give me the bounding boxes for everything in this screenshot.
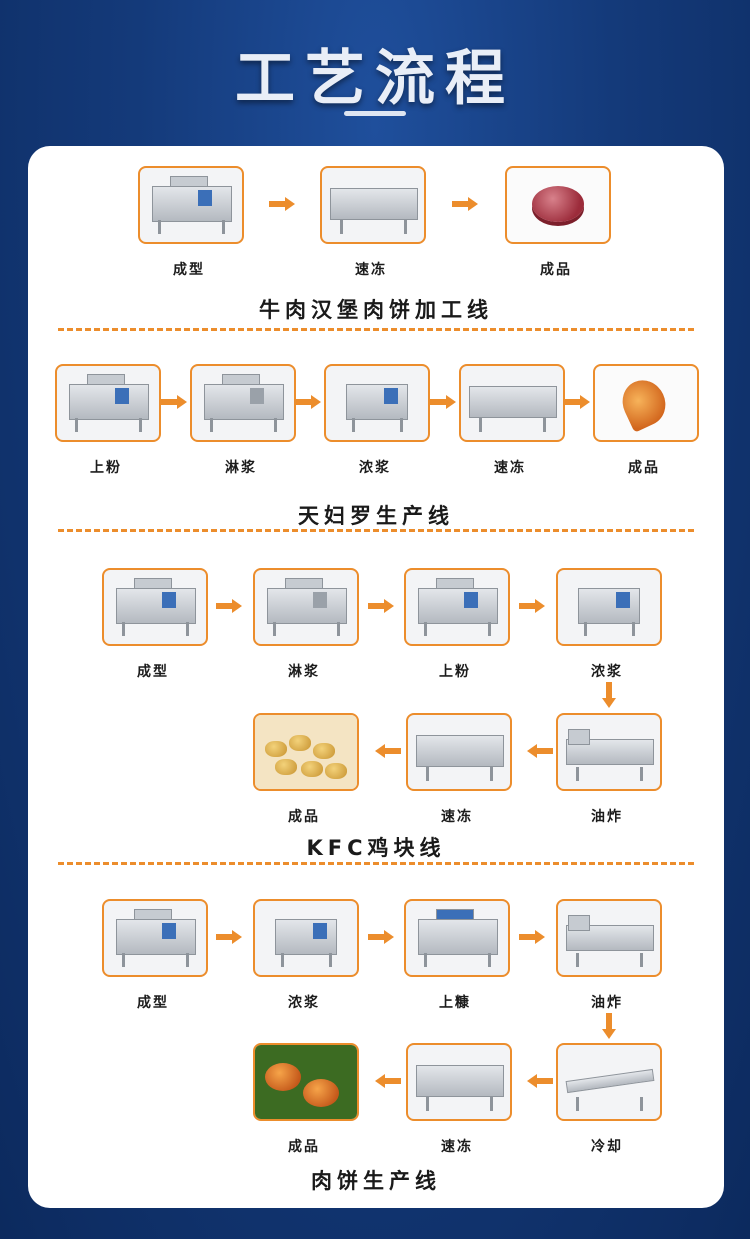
batter-machine-icon [253, 568, 359, 646]
step-cooling: 冷却 [556, 1043, 662, 1156]
chicken-nuggets-icon [253, 713, 359, 791]
fryer-icon [556, 899, 662, 977]
page-title: 工艺流程 [235, 44, 515, 114]
freezer-icon [406, 1043, 512, 1121]
step-crumbing: 上糠 [404, 899, 510, 1012]
step-label: 冷却 [591, 1139, 623, 1155]
step-label: 上粉 [439, 664, 471, 680]
breading-machine-icon [55, 364, 161, 442]
arrow-right-icon [430, 395, 456, 409]
step-label: 浓浆 [591, 664, 623, 680]
step-label: 成品 [540, 262, 572, 278]
step-label: 速冻 [494, 460, 526, 476]
arrow-right-icon [564, 395, 590, 409]
cooling-conveyor-icon [556, 1043, 662, 1121]
step-label: 速冻 [441, 1139, 473, 1155]
arrow-right-icon [269, 197, 295, 211]
step-label: 浓浆 [359, 460, 391, 476]
step-label: 成品 [288, 1139, 320, 1155]
step-thick-batter: 浓浆 [556, 568, 662, 681]
tempura-batter-machine-icon [253, 899, 359, 977]
arrow-right-icon [519, 599, 545, 613]
arrow-left-icon [527, 1074, 553, 1088]
step-label: 成品 [628, 460, 660, 476]
forming-machine-icon [102, 899, 208, 977]
line-title: 天妇罗生产线 [298, 504, 454, 528]
step-forming: 成型 [102, 899, 208, 1012]
forming-machine-icon [102, 568, 208, 646]
arrow-right-icon [368, 930, 394, 944]
step-finished: 成品 [593, 364, 699, 477]
arrow-right-icon [519, 930, 545, 944]
step-freezing: 速冻 [406, 1043, 512, 1156]
tempura-batter-machine-icon [324, 364, 430, 442]
step-freezing: 速冻 [459, 364, 565, 477]
step-label: 速冻 [441, 809, 473, 825]
freezer-icon [406, 713, 512, 791]
step-label: 上粉 [90, 460, 122, 476]
tempura-batter-machine-icon [556, 568, 662, 646]
fryer-icon [556, 713, 662, 791]
fried-shrimp-icon [593, 364, 699, 442]
arrow-right-icon [216, 599, 242, 613]
step-label: 浓浆 [288, 995, 320, 1011]
process-card: 成型 速冻 成品 牛肉汉堡肉饼加工线 上粉 淋浆 浓浆 [28, 146, 724, 1208]
arrow-down-icon [602, 682, 616, 708]
step-freezing: 速冻 [406, 713, 512, 826]
dashed-divider [58, 529, 694, 532]
arrow-right-icon [368, 599, 394, 613]
arrow-left-icon [375, 1074, 401, 1088]
title-underline [344, 111, 406, 116]
line-title: 牛肉汉堡肉饼加工线 [259, 298, 493, 322]
step-label: 成型 [173, 262, 205, 278]
arrow-left-icon [527, 744, 553, 758]
step-thick-batter: 浓浆 [324, 364, 430, 477]
step-breading: 上粉 [404, 568, 510, 681]
line-title: 肉饼生产线 [311, 1169, 441, 1193]
step-label: 油炸 [591, 809, 623, 825]
arrow-right-icon [216, 930, 242, 944]
step-breading: 上粉 [55, 364, 161, 477]
step-label: 淋浆 [225, 460, 257, 476]
crumb-coating-machine-icon [404, 899, 510, 977]
arrow-right-icon [452, 197, 478, 211]
step-batter: 淋浆 [190, 364, 296, 477]
step-label: 淋浆 [288, 664, 320, 680]
arrow-left-icon [375, 744, 401, 758]
step-frying: 油炸 [556, 899, 662, 1012]
freezer-icon [320, 166, 426, 244]
step-forming: 成型 [102, 568, 208, 681]
arrow-right-icon [161, 395, 187, 409]
step-label: 成型 [137, 995, 169, 1011]
step-frying: 油炸 [556, 713, 662, 826]
batter-machine-icon [190, 364, 296, 442]
arrow-right-icon [295, 395, 321, 409]
beef-patty-icon [505, 166, 611, 244]
step-finished: 成品 [253, 1043, 359, 1156]
step-label: 成品 [288, 809, 320, 825]
line-title: KFC鸡块线 [306, 836, 446, 860]
freezer-icon [459, 364, 565, 442]
step-forming: 成型 [138, 166, 244, 279]
arrow-down-icon [602, 1013, 616, 1039]
step-label: 速冻 [355, 262, 387, 278]
step-label: 上糠 [439, 995, 471, 1011]
step-freezing: 速冻 [320, 166, 426, 279]
breading-machine-icon [404, 568, 510, 646]
fried-cutlet-icon [253, 1043, 359, 1121]
step-finished: 成品 [505, 166, 611, 279]
dashed-divider [58, 862, 694, 865]
step-label: 油炸 [591, 995, 623, 1011]
step-batter: 淋浆 [253, 568, 359, 681]
dashed-divider [58, 328, 694, 331]
step-thick-batter: 浓浆 [253, 899, 359, 1012]
forming-machine-icon [138, 166, 244, 244]
step-label: 成型 [137, 664, 169, 680]
step-finished: 成品 [253, 713, 359, 826]
